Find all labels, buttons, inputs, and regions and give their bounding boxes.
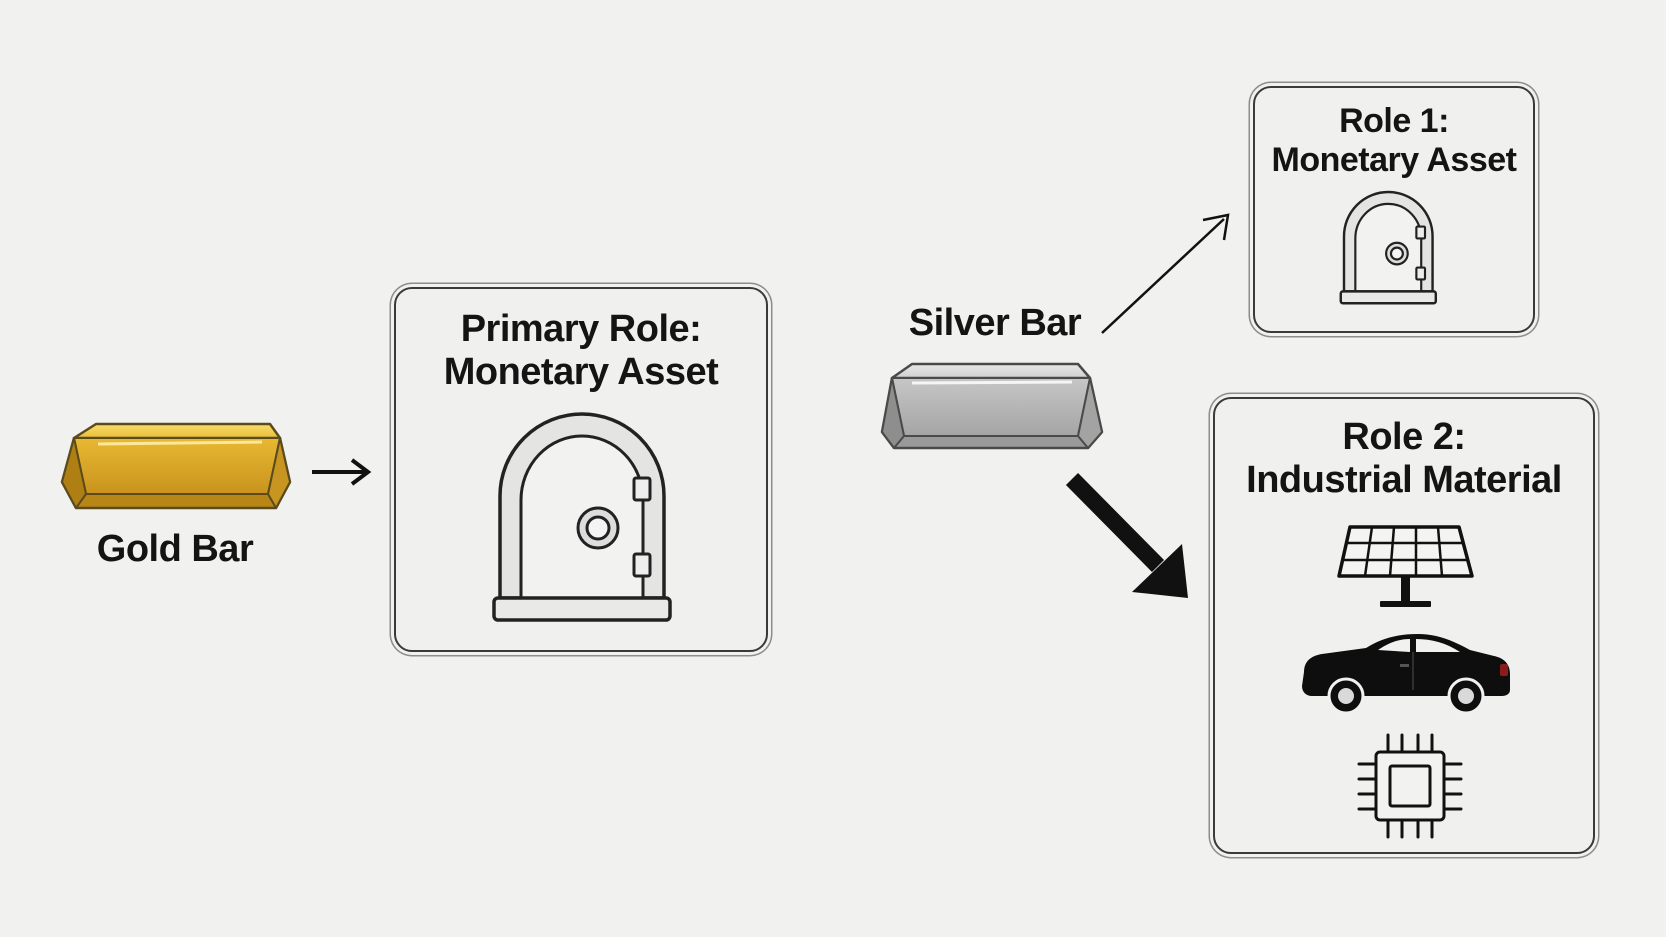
role1-title-line2: Monetary Asset (1271, 140, 1517, 179)
car-icon (1302, 634, 1510, 715)
role1-title-line1: Role 1: (1339, 102, 1449, 140)
role2-box (1213, 397, 1595, 854)
vault-safe-icon (492, 412, 672, 622)
microchip-icon (1357, 733, 1463, 839)
primary-role-title-line1: Primary Role: (460, 308, 702, 350)
primary-role-title: Primary Role: Monetary Asset (394, 308, 768, 393)
role2-title-line2: Industrial Material (1246, 458, 1562, 501)
primary-role-title-line2: Monetary Asset (443, 350, 719, 393)
role1-title: Role 1: Monetary Asset (1253, 102, 1535, 180)
role2-title-line1: Role 2: (1342, 416, 1466, 458)
arrow-gold-to-primary-icon (312, 458, 372, 486)
role2-title: Role 2: Industrial Material (1213, 416, 1595, 501)
silver-bar-label-text: Silver Bar (908, 302, 1082, 344)
silver-bar-label: Silver Bar (880, 302, 1110, 345)
gold-bar-label: Gold Bar (70, 528, 280, 571)
solar-panel-icon (1337, 525, 1474, 607)
silver-bar-icon (880, 362, 1104, 450)
gold-bar-label-text: Gold Bar (96, 528, 254, 570)
gold-bar-icon (60, 422, 292, 510)
arrow-silver-to-role2-icon (1065, 473, 1188, 598)
vault-safe-icon (1339, 190, 1438, 305)
arrow-silver-to-role1-icon (1101, 213, 1230, 334)
